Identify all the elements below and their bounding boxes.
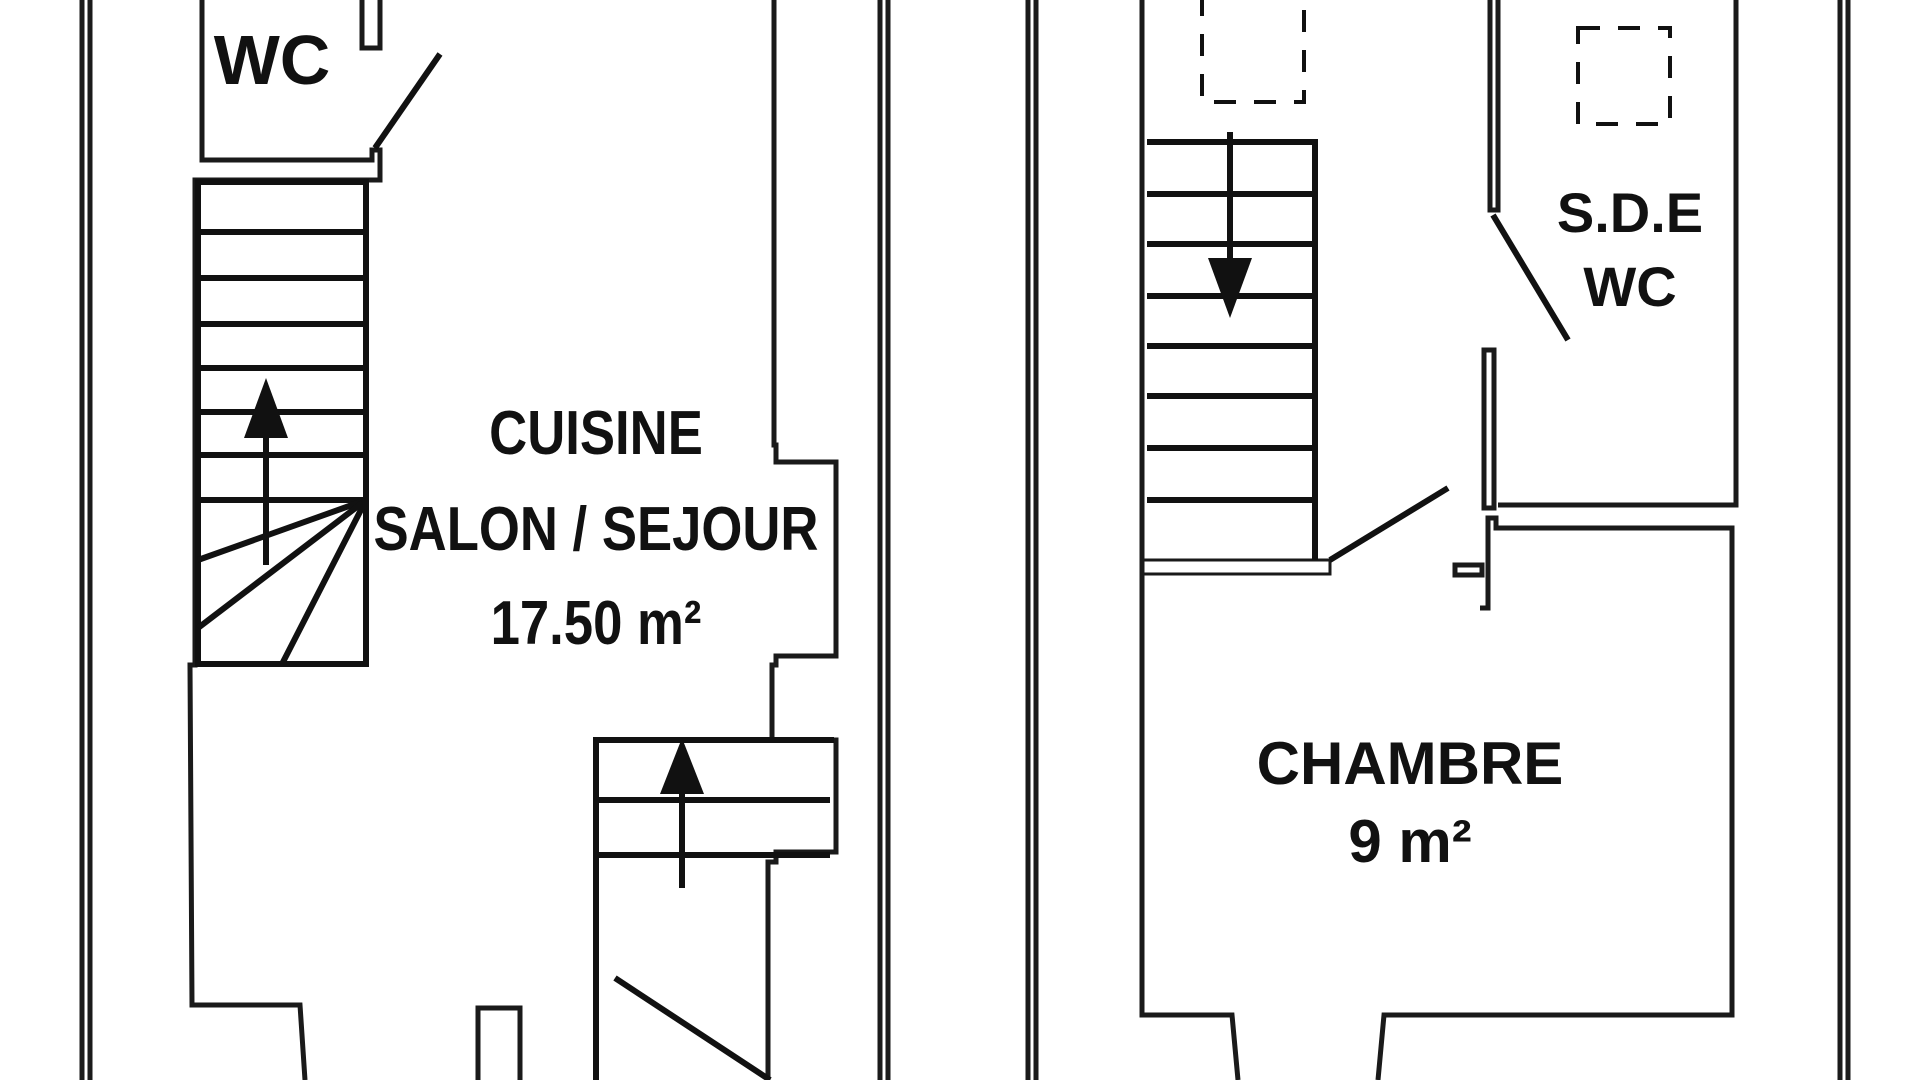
left-bottom-entry xyxy=(475,1005,523,1080)
bedroom-boundary-right xyxy=(1375,515,1735,1080)
basin-fixture xyxy=(1576,26,1672,126)
bathroom-wall-bottom xyxy=(1498,0,1739,508)
living-room-name-line1: CUISINE xyxy=(489,399,703,468)
bathroom-door xyxy=(1490,213,1571,342)
living-room-name-line2: SALON / SEJOUR xyxy=(374,495,819,564)
left-floor: WC CUISINE SALON / SEJOUR 17.50 m² xyxy=(79,0,891,1080)
left-room-boundary xyxy=(187,0,383,1080)
staircase-right xyxy=(1147,132,1450,563)
bedroom-area: 9 m² xyxy=(1348,808,1471,875)
right-outer-wall-right xyxy=(1837,0,1851,1080)
living-room-area: 17.50 m² xyxy=(491,589,702,658)
bedroom-name: CHAMBRE xyxy=(1257,730,1564,797)
partition-notch xyxy=(1452,562,1485,578)
left-outer-wall-left xyxy=(79,0,93,1080)
bathroom-label-line2: WC xyxy=(1583,255,1676,318)
left-outer-wall-right xyxy=(877,0,891,1080)
shower-fixture xyxy=(1200,0,1306,104)
entry-door xyxy=(613,975,772,1080)
right-floor: S.D.E WC CHAMBRE 9 m² xyxy=(1025,0,1851,1080)
stair-landing xyxy=(1140,558,1332,576)
wc-partition xyxy=(359,0,383,51)
arrow-head-icon xyxy=(660,738,704,794)
bedroom-boundary xyxy=(1139,0,1241,1080)
right-outer-wall-left xyxy=(1025,0,1039,1080)
wc-door xyxy=(372,52,443,150)
bathroom-wall-left xyxy=(1487,0,1501,213)
bedroom-door xyxy=(1328,485,1450,563)
arrow-head-icon xyxy=(244,378,288,438)
bathroom-label-line1: S.D.E xyxy=(1557,181,1703,244)
arrow-head-icon xyxy=(1208,258,1252,318)
staircase-small xyxy=(593,737,834,1080)
wc-label: WC xyxy=(214,21,331,99)
bathroom-stub xyxy=(1481,347,1497,511)
staircase-left xyxy=(195,179,369,667)
